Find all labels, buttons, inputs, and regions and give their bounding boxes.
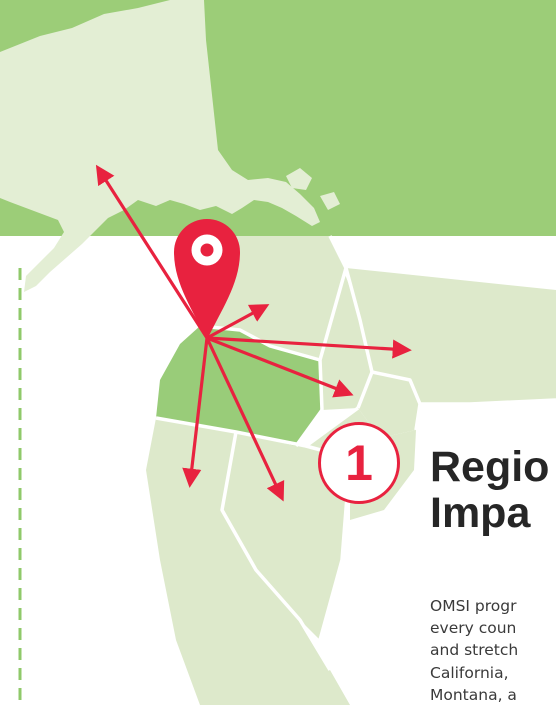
map-pin-icon [174, 219, 240, 340]
section-body-text: OMSI progr every coun and stretch Califo… [430, 595, 518, 705]
california-region [146, 418, 350, 705]
wyoming-region [358, 372, 420, 438]
state-borders [155, 235, 556, 671]
body-line: every coun [430, 619, 517, 638]
body-line: OMSI progr [430, 597, 517, 615]
body-line: and stretch [430, 641, 519, 660]
nevada-region [222, 432, 350, 640]
section-heading: Regio Impa [430, 444, 549, 536]
body-line: California, [430, 663, 509, 682]
arrow-icon [95, 164, 412, 502]
section-heading-line: Regio [430, 443, 550, 491]
alaska-landmass [0, 0, 320, 292]
body-line: Montana, a [430, 685, 517, 704]
montana-region [346, 268, 556, 404]
section-heading-line: Impa [430, 489, 531, 537]
idaho-region [320, 236, 372, 410]
section-number-badge: 1 [318, 422, 400, 504]
section-number: 1 [345, 435, 373, 491]
